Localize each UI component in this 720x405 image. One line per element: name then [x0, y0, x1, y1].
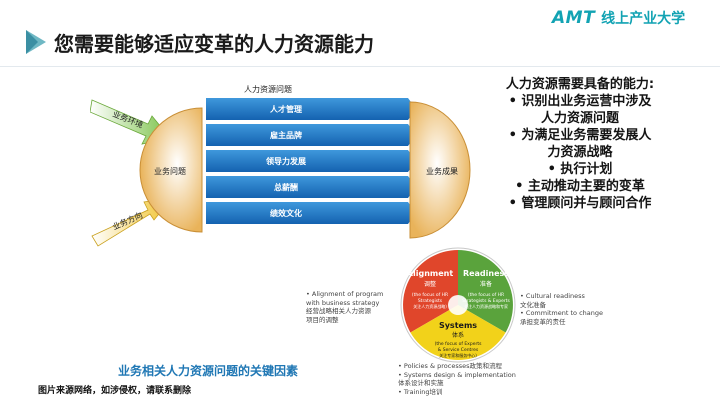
- capability-item: • 执行计划: [547, 162, 613, 177]
- brand: AMT 线上产业大学: [552, 8, 685, 28]
- capability-item: • 识别出业务运营中涉及 人力资源问题: [508, 94, 652, 126]
- hr-issues-label: 人力资源问题: [244, 84, 292, 94]
- alignment-sector: [403, 250, 458, 333]
- alignment-note-line: (the focus of HR: [412, 292, 448, 298]
- business-issue-circle: [139, 107, 203, 233]
- readiness-note-line: (the focus of HR: [468, 292, 504, 298]
- readiness-note-line: 关注人力资源战略和专家: [464, 303, 508, 309]
- capability-item: • 管理顾问并与顾问合作: [508, 196, 652, 211]
- capability-item: • 主动推动主要的变革: [515, 179, 645, 194]
- hr-capability-list: 人力资源需要具备的能力: • 识别出业务运营中涉及 人力资源问题 • 为满足业务…: [476, 76, 684, 212]
- header-divider: [0, 66, 720, 67]
- readiness-title: Readiness: [463, 269, 509, 278]
- readiness-note: • Cultural readiness 文化准备 • Commitment t…: [520, 292, 604, 326]
- bar-label: 人才管理: [270, 104, 302, 114]
- capability-item: • 为满足业务需要发展人 力资源战略: [508, 128, 652, 160]
- brand-logo: AMT: [552, 8, 596, 28]
- systems-note-line: 关注专家和服务中心): [439, 352, 477, 358]
- bar-label: 绩效文化: [270, 208, 302, 218]
- title-arrow-icon: [26, 30, 46, 54]
- bar-leadership-development: [206, 150, 416, 172]
- alignment-note-line: 关注人力资源战略): [413, 303, 447, 309]
- bar-employer-brand: [206, 124, 416, 146]
- hr-issue-bars: 人才管理 雇主品牌 领导力发展 总薪酬 绩效文化: [206, 98, 416, 224]
- alignment-note: • Alignment of program with business str…: [306, 290, 384, 324]
- systems-note: • Policies & processes政策和流程 • Systems de…: [398, 362, 516, 396]
- bar-label: 总薪酬: [274, 182, 298, 192]
- business-issue-label: 业务问题: [154, 166, 186, 176]
- readiness-sector: [458, 250, 513, 333]
- systems-title: Systems: [439, 321, 477, 330]
- readiness-cn: 准备: [480, 280, 492, 288]
- bar-performance-culture: [206, 202, 416, 224]
- systems-sector: [410, 305, 506, 360]
- source-note: 图片来源网络，如涉侵权，请联系删除: [38, 386, 192, 396]
- systems-note-line: & Service Centres: [438, 347, 479, 353]
- figure-caption: 业务相关人力资源问题的关键因素: [118, 364, 299, 378]
- systems-note-line: (the focus of Experts: [435, 341, 483, 347]
- systems-cn: 体系: [452, 331, 464, 339]
- page-title: 您需要能够适应变革的人力资源能力: [54, 32, 374, 56]
- alignment-cn: 调整: [424, 280, 436, 288]
- business-outcome-label: 业务成果: [426, 166, 458, 176]
- bar-talent-management: [206, 98, 416, 120]
- hr-issues-diagram: 人力资源问题 业务环境 业务方向 业务问题 人才管理 雇主品牌 领导力发展 总薪…: [90, 84, 471, 247]
- capability-heading: 人力资源需要具备的能力:: [505, 77, 655, 92]
- bar-label: 领导力发展: [266, 156, 306, 166]
- readiness-note-line: Strategists & Experts: [462, 298, 510, 304]
- brand-name: 线上产业大学: [601, 11, 686, 27]
- business-outcome-circle: [409, 101, 471, 239]
- alignment-title: Alignment: [407, 269, 454, 278]
- bar-total-rewards: [206, 176, 416, 198]
- alignment-note-line: Strategists: [418, 298, 443, 304]
- bar-label: 雇主品牌: [269, 130, 302, 140]
- business-direction-label: 业务方向: [111, 210, 144, 232]
- venn-diagram: Alignment 调整 (the focus of HR Strategist…: [400, 247, 516, 363]
